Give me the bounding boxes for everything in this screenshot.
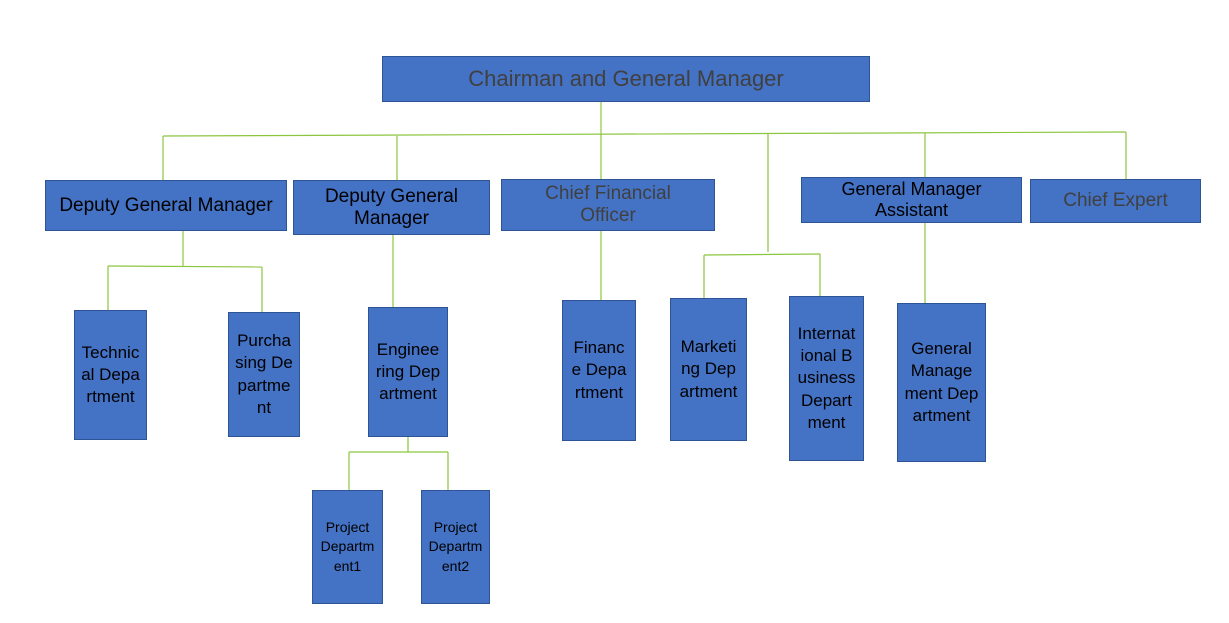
general-management-department-box: General Management Department <box>897 303 986 462</box>
deputy-gm-1-box: Deputy General Manager <box>45 180 287 231</box>
project-department-2-label: Project Department2 <box>428 518 483 574</box>
engineering-department-box: Engineering Department <box>368 307 448 437</box>
gm-assistant-label: General Manager Assistant <box>841 179 982 220</box>
finance-department-label: Finance Department <box>571 338 627 402</box>
chief-expert-label: Chief Expert <box>1063 190 1168 212</box>
marketing-department-label: Marketing Department <box>679 337 738 401</box>
chairman-label: Chairman and General Manager <box>468 66 784 92</box>
engineering-department-label: Engineering Department <box>375 339 441 404</box>
marketing-department-box: Marketing Department <box>670 298 747 441</box>
project-department-1-box: Project Department1 <box>312 490 383 604</box>
cfo-box: Chief Financial Officer <box>501 179 715 231</box>
general-management-department-label: General Management Department <box>904 339 979 425</box>
deputy-gm-1-label: Deputy General Manager <box>59 194 273 216</box>
project-department-2-box: Project Department2 <box>421 490 490 604</box>
technical-department-label: Technical Department <box>81 342 140 407</box>
purchasing-department-box: Purchasing Department <box>228 312 300 437</box>
international-business-department-label: International Business Department <box>797 324 856 432</box>
connector-line <box>107 265 263 268</box>
deputy-gm-2-label: Deputy General Manager <box>324 185 459 229</box>
international-business-department-box: International Business Department <box>789 296 864 461</box>
finance-department-box: Finance Department <box>562 300 636 441</box>
gm-assistant-box: General Manager Assistant <box>801 177 1022 223</box>
connector-line <box>703 253 821 256</box>
cfo-label: Chief Financial Officer <box>545 183 671 226</box>
connector-line <box>162 131 1127 137</box>
chief-expert-box: Chief Expert <box>1030 179 1201 223</box>
technical-department-box: Technical Department <box>74 310 147 440</box>
purchasing-department-label: Purchasing Department <box>235 331 293 417</box>
deputy-gm-2-box: Deputy General Manager <box>293 180 490 235</box>
chairman-box: Chairman and General Manager <box>382 56 870 102</box>
project-department-1-label: Project Department1 <box>320 518 375 574</box>
